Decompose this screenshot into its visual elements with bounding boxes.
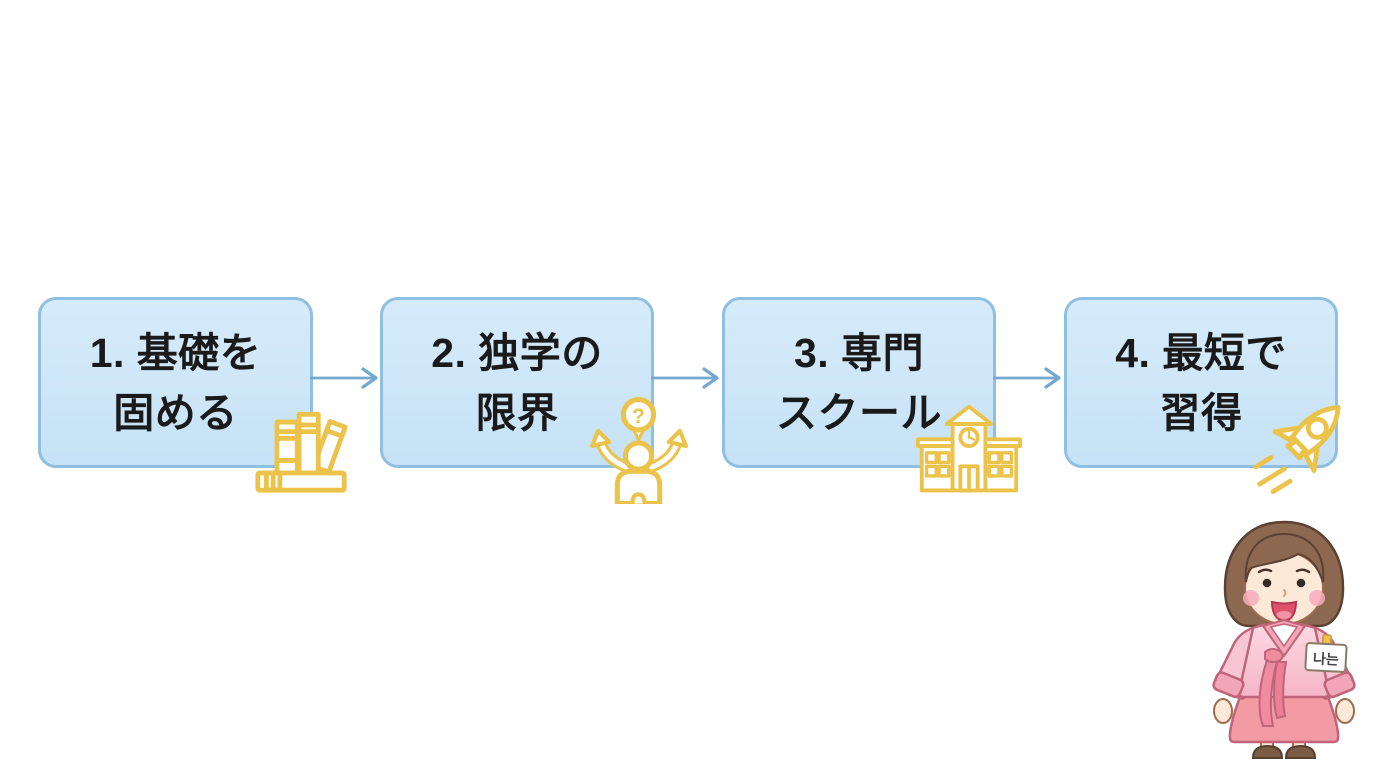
nose bbox=[1283, 589, 1287, 597]
step-3-line-1: 3. 専門 bbox=[793, 329, 925, 376]
step-box-1: 1. 基礎を 固める bbox=[38, 297, 313, 468]
ribbon-tail-1 bbox=[1258, 658, 1279, 727]
arrow-connector-3 bbox=[993, 367, 1061, 389]
step-box-3: 3. 専門 スクール bbox=[722, 297, 996, 468]
question-mark-glyph: ? bbox=[632, 405, 645, 428]
eyebrows bbox=[1257, 568, 1311, 574]
name-tag: 나는 bbox=[1304, 634, 1348, 673]
left-hand bbox=[1213, 698, 1233, 724]
right-hand bbox=[1335, 698, 1355, 724]
step-2-line-2: 限界 bbox=[475, 389, 559, 436]
right-eye bbox=[1296, 578, 1306, 588]
rocket-icon bbox=[1253, 404, 1341, 495]
ribbon-tail-2 bbox=[1273, 661, 1288, 720]
step-4-line-1: 4. 最短で bbox=[1115, 329, 1287, 376]
hanbok-girl-character: 나는 bbox=[1212, 520, 1356, 759]
right-shoe bbox=[1284, 744, 1317, 759]
step-box-4: 4. 最短で 習得 bbox=[1064, 297, 1338, 468]
step-3-line-2: スクール bbox=[776, 389, 942, 436]
left-shoe bbox=[1251, 744, 1284, 759]
arrow-connector-2 bbox=[651, 367, 719, 389]
ribbon-knot bbox=[1264, 648, 1284, 664]
tongue bbox=[1276, 611, 1292, 619]
right-cuff bbox=[1323, 671, 1356, 699]
left-cuff bbox=[1212, 671, 1245, 699]
school-building-icon bbox=[916, 404, 1022, 493]
step-1-line-1: 1. 基礎を bbox=[89, 329, 262, 376]
person-question-icon: ? bbox=[590, 397, 688, 504]
step-1-line-2: 固める bbox=[113, 389, 238, 436]
step-2-line-1: 2. 独学の bbox=[431, 329, 603, 376]
arrow-connector-1 bbox=[310, 367, 378, 389]
name-tag-text: 나는 bbox=[1313, 650, 1340, 667]
left-eye bbox=[1262, 578, 1272, 588]
collar-stripe bbox=[1269, 623, 1299, 648]
step-4-line-2: 習得 bbox=[1159, 389, 1243, 436]
bangs bbox=[1244, 532, 1325, 583]
books-icon bbox=[255, 411, 348, 493]
left-blush bbox=[1243, 590, 1259, 606]
right-blush bbox=[1309, 590, 1325, 606]
